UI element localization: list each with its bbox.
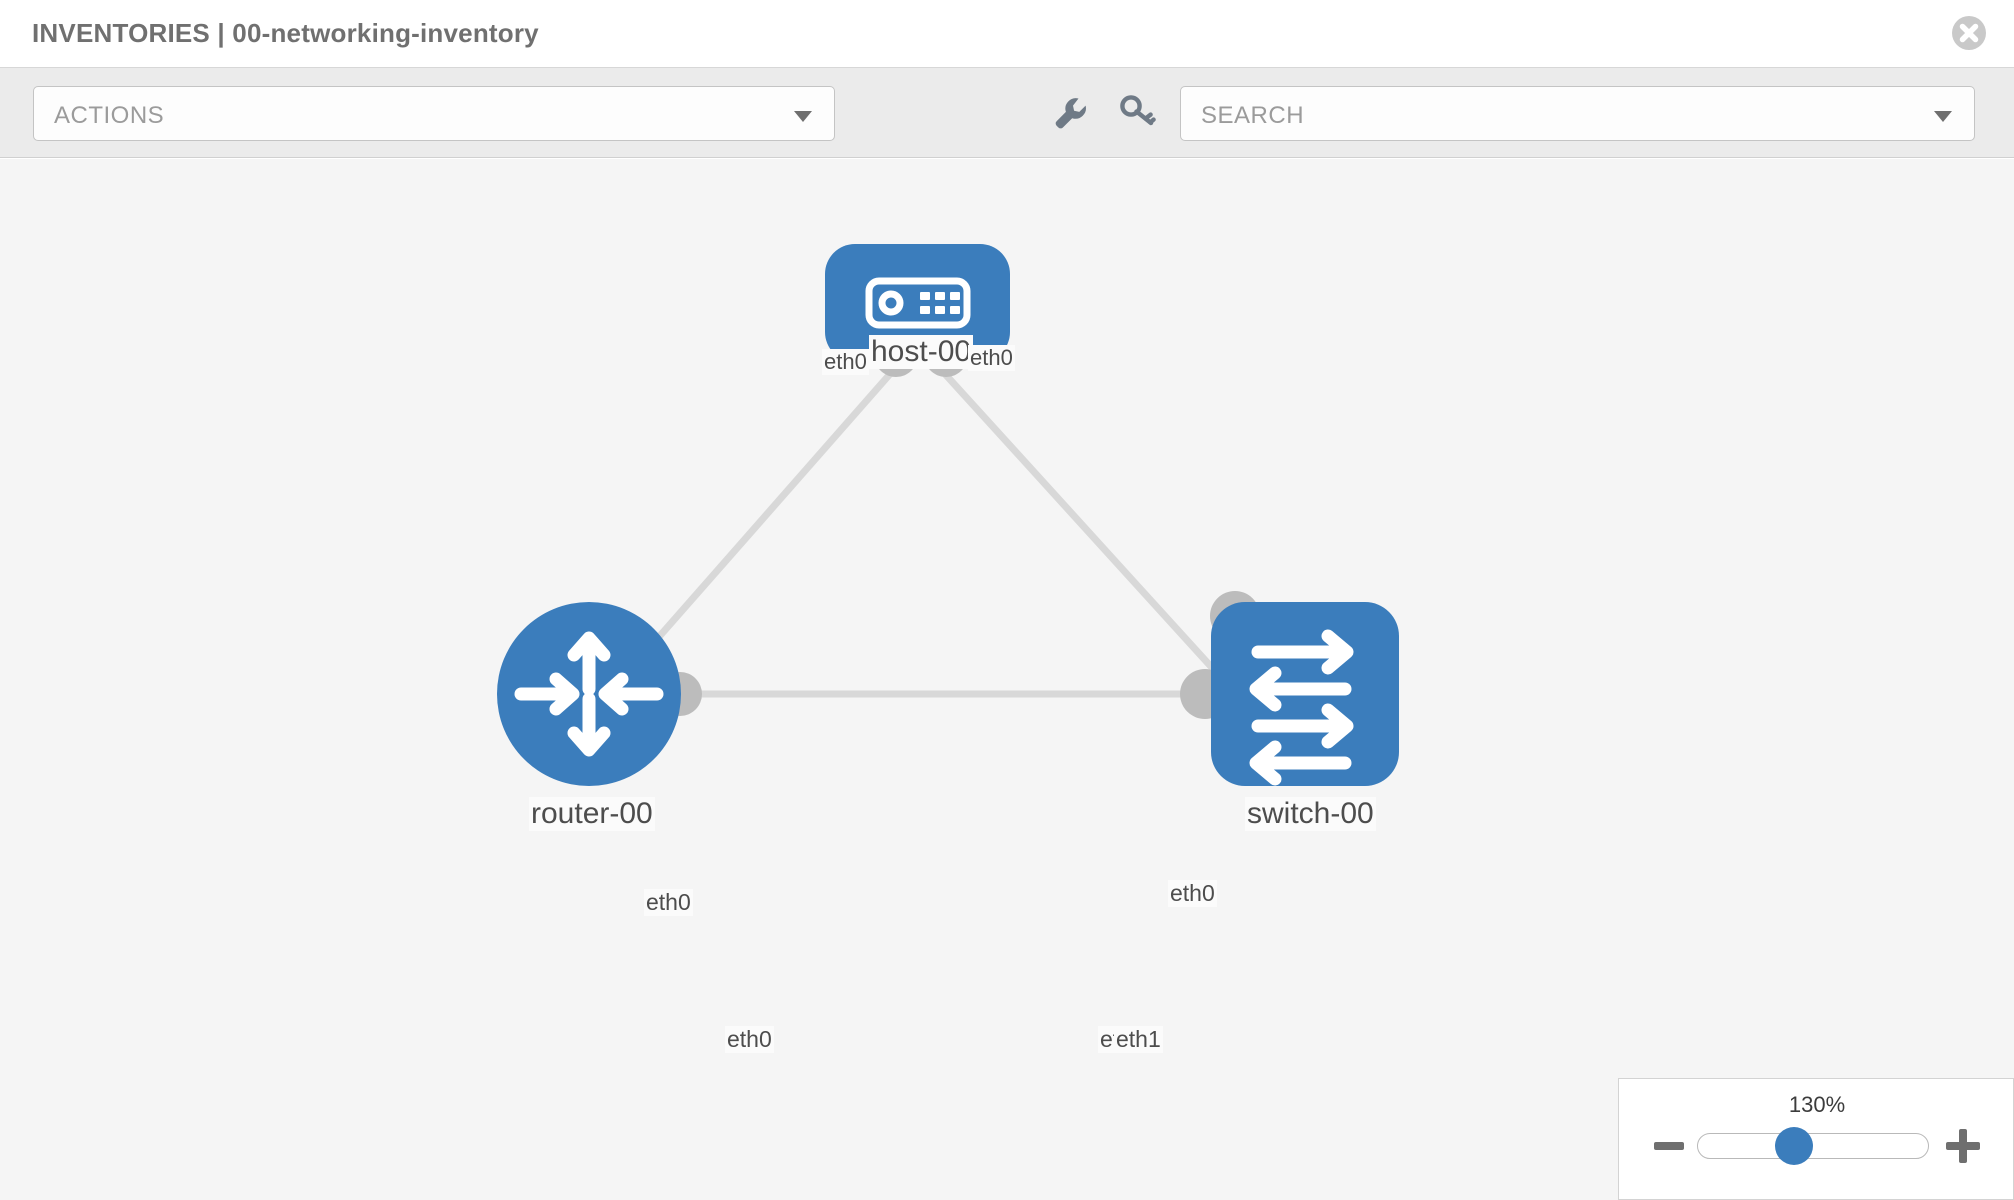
edge-label-host-left: eth0 (822, 349, 869, 375)
edge-label-switch-up: eth0 (1168, 880, 1217, 907)
edge-group (597, 371, 1248, 707)
search-input[interactable]: SEARCH (1180, 86, 1975, 141)
key-icon[interactable] (1116, 90, 1160, 134)
node-host-00 (825, 244, 1010, 362)
edge-label-router-right: eth0 (725, 1026, 774, 1053)
zoom-level-label: 130% (1788, 1092, 1846, 1117)
zoom-slider-thumb[interactable] (1775, 1127, 1813, 1165)
node-label-switch-00: switch-00 (1245, 797, 1376, 831)
zoom-in-button[interactable] (1946, 1129, 1980, 1163)
chevron-down-icon (1934, 111, 1952, 122)
actions-dropdown[interactable]: ACTIONS (33, 86, 835, 141)
edge-host-switch (942, 371, 1248, 707)
close-icon[interactable] (1950, 14, 1988, 52)
edge-label-host-right: eth0 (968, 345, 1015, 371)
wrench-icon[interactable] (1048, 90, 1092, 134)
actions-dropdown-label: ACTIONS (54, 102, 165, 129)
server-icon-details (878, 290, 960, 316)
topology-graph (497, 244, 1399, 786)
page-title: INVENTORIES | 00-networking-inventory (32, 18, 539, 48)
edge-label-router-up: eth0 (644, 889, 693, 916)
port-group (628, 333, 1260, 719)
node-label-host-00: host-00 (869, 335, 974, 369)
switch-arrows-icon (1249, 629, 1354, 786)
chevron-down-icon (794, 111, 812, 122)
zoom-out-button[interactable] (1654, 1142, 1684, 1150)
search-placeholder: SEARCH (1201, 102, 1305, 129)
zoom-control: 130% (1618, 1078, 2014, 1200)
topology-canvas[interactable]: host-00 router-00 switch-00 eth0 eth0 et… (0, 159, 2014, 1200)
edge-label-switch-left: eth1 (1114, 1026, 1163, 1053)
node-switch-00 (1211, 602, 1399, 786)
node-label-router-00: router-00 (529, 797, 655, 831)
router-arrows-icon (514, 631, 664, 757)
server-icon (865, 277, 971, 329)
zoom-slider-track[interactable] (1697, 1133, 1929, 1159)
page-header: INVENTORIES | 00-networking-inventory (0, 0, 2014, 68)
node-router-00 (497, 602, 681, 786)
